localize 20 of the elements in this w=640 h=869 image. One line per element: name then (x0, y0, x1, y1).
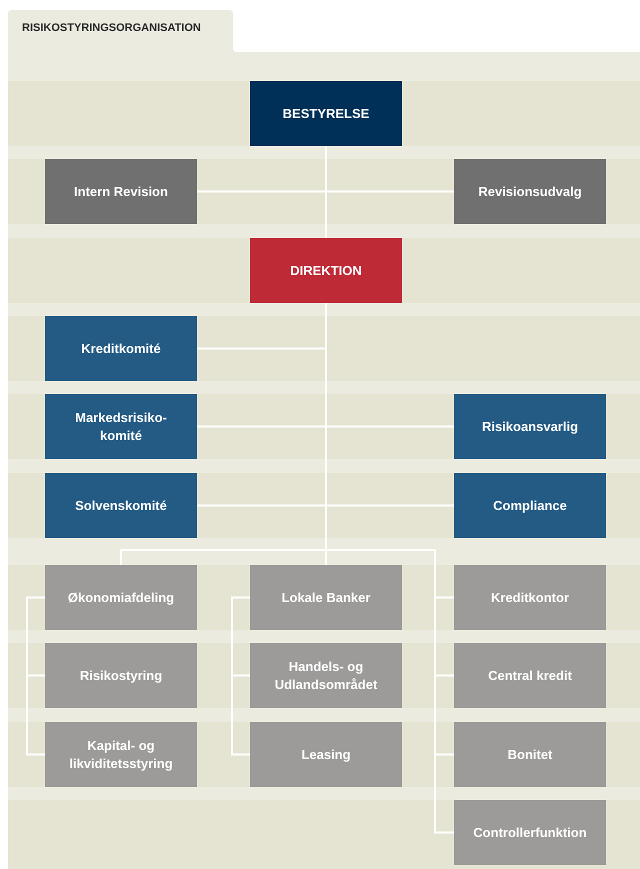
org-box: Compliance (454, 473, 606, 538)
org-box: DIREKTION (250, 238, 402, 303)
org-box: BESTYRELSE (250, 81, 402, 146)
org-box: Risikostyring (45, 643, 197, 708)
org-box: Kreditkontor (454, 565, 606, 630)
org-box: Leasing (250, 722, 402, 787)
org-box: Kapital- og likviditetsstyring (45, 722, 197, 787)
org-box: Intern Revision (45, 159, 197, 224)
org-box: Controllerfunktion (454, 800, 606, 865)
org-box: Solvenskomité (45, 473, 197, 538)
org-box: Bonitet (454, 722, 606, 787)
org-box: Lokale Banker (250, 565, 402, 630)
org-box: Risikoansvarlig (454, 394, 606, 459)
org-box: Revisionsudvalg (454, 159, 606, 224)
org-box: Kreditkomité (45, 316, 197, 381)
org-box: Økonomiafdeling (45, 565, 197, 630)
org-box: Handels- og Udlandsområdet (250, 643, 402, 708)
org-box: Central kredit (454, 643, 606, 708)
org-box: Markedsrisiko- komité (45, 394, 197, 459)
chart-title: RISIKOSTYRINGSORGANISATION (22, 22, 201, 34)
